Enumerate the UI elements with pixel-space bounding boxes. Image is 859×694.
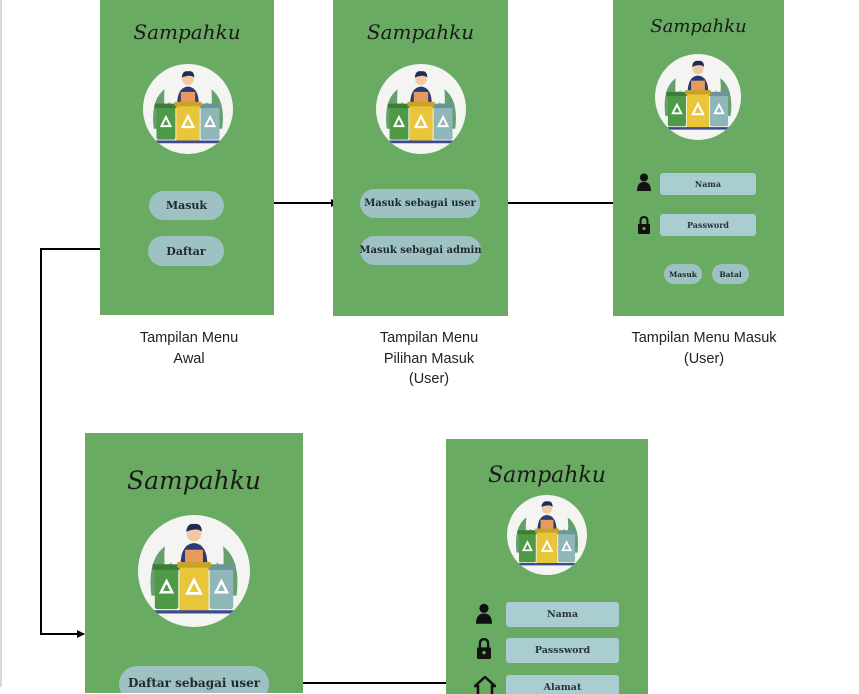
caption-menu-awal: Tampilan Menu Awal xyxy=(139,330,239,367)
user-icon xyxy=(476,603,492,624)
arrow-daftar-to-pilihan-daftar xyxy=(40,248,150,638)
masuk-sebagai-user-button[interactable]: Masuk sebagai user xyxy=(360,189,480,218)
recycle-logo xyxy=(376,64,466,154)
caption-pilihan-masuk: Tampilan Menu Pilihan Masuk (User) xyxy=(379,330,479,387)
lock-icon xyxy=(638,216,650,234)
recycle-bins-illustration xyxy=(664,60,732,130)
user-icon xyxy=(637,173,651,191)
screen-daftar-user: Sampahku Nama Passsword Alamat xyxy=(446,439,648,694)
recycle-logo xyxy=(138,515,250,627)
screen-pilihan-daftar: Sampahku Daftar sebagai user xyxy=(85,433,303,693)
screen-masuk-user: Sampahku Nama Password Masuk Batal xyxy=(613,0,784,316)
lock-icon xyxy=(477,638,491,659)
recycle-bins-illustration xyxy=(150,523,238,614)
app-title: Sampahku xyxy=(650,16,747,37)
page-border xyxy=(0,0,2,687)
recycle-bins-illustration xyxy=(386,71,456,144)
nama-field[interactable]: Nama xyxy=(660,173,756,195)
password-field[interactable]: Passsword xyxy=(506,638,619,663)
masuk-button[interactable]: Masuk xyxy=(149,191,224,220)
app-title: Sampahku xyxy=(133,20,241,44)
screen-pilihan-masuk: Sampahku Masuk sebagai user Masuk sebaga… xyxy=(333,0,508,316)
caption-masuk-user: Tampilan Menu Masuk (User) xyxy=(631,330,777,367)
nama-field[interactable]: Nama xyxy=(506,602,619,627)
recycle-bins-illustration xyxy=(153,71,223,144)
recycle-bins-illustration xyxy=(515,501,579,566)
alamat-field[interactable]: Alamat xyxy=(506,675,619,694)
app-title: Sampahku xyxy=(488,463,606,488)
screen-menu-awal: Sampahku Masuk Daftar xyxy=(100,0,274,315)
recycle-logo xyxy=(655,54,741,140)
password-field[interactable]: Password xyxy=(660,214,756,236)
daftar-button[interactable]: Daftar xyxy=(148,236,224,266)
recycle-logo xyxy=(143,64,233,154)
app-title: Sampahku xyxy=(366,20,475,44)
home-icon xyxy=(474,676,496,694)
batal-button[interactable]: Batal xyxy=(712,264,749,284)
daftar-sebagai-user-button[interactable]: Daftar sebagai user xyxy=(119,666,269,693)
masuk-button[interactable]: Masuk xyxy=(664,264,702,284)
masuk-sebagai-admin-button[interactable]: Masuk sebagai admin xyxy=(359,236,482,265)
app-title: Sampahku xyxy=(127,466,261,495)
recycle-logo xyxy=(507,495,587,575)
